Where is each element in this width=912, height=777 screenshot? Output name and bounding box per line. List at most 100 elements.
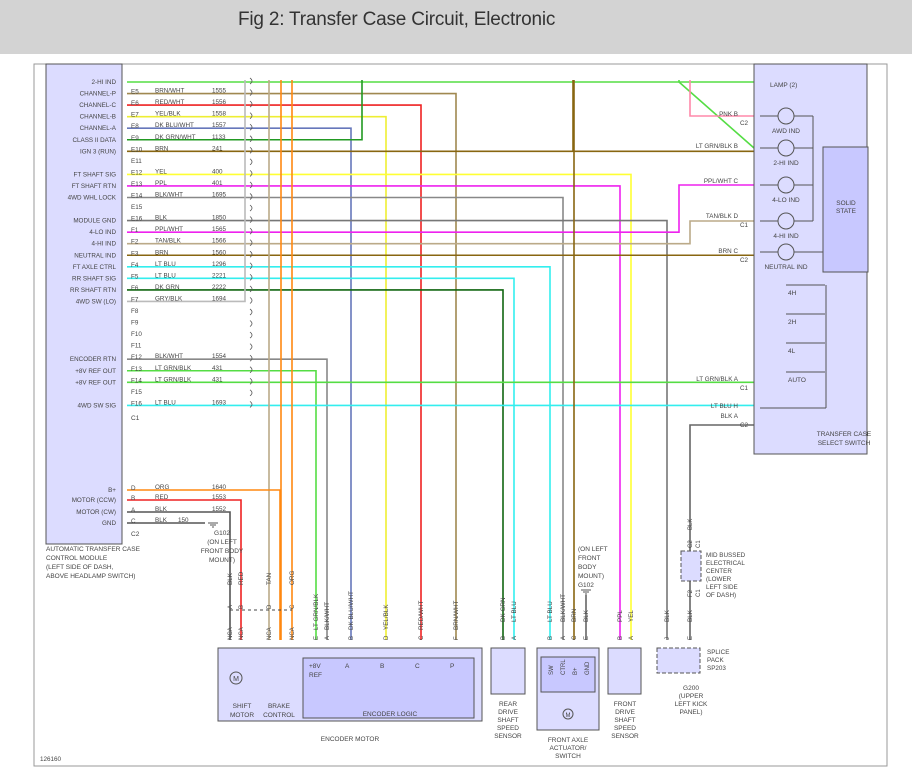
pin-id: E14 — [131, 193, 143, 200]
connector-pin: C — [290, 604, 296, 609]
connector-terminal — [249, 227, 253, 235]
wire-color-label: PPL/WHT — [155, 226, 183, 233]
switch-pin-label: LT GRN/BLK B — [696, 143, 738, 150]
ground-label: (ON LEFT — [578, 546, 608, 553]
wire-label: DK BLU/WHT — [348, 591, 355, 630]
bussed-center-label: CENTER — [706, 568, 732, 575]
ground-label: G102 — [578, 582, 594, 589]
wire-color-label: RED — [155, 494, 169, 501]
wire-label: LT BLU — [547, 601, 554, 622]
wire-color-label: BRN — [155, 145, 169, 152]
pin-id: E12 — [131, 169, 143, 176]
switch-connector-label: C1 — [740, 222, 749, 229]
pin-id: F2 — [131, 239, 139, 246]
front-sensor-label: SHAFT — [614, 717, 635, 724]
wire-4hi-ind — [127, 220, 754, 245]
switch-pin-label: PPL/WHT C — [704, 178, 739, 185]
wire-rr-shaft-sig — [127, 277, 515, 640]
brake-control-label: CONTROL — [263, 712, 295, 719]
module-pin-label: +8V REF OUT — [75, 368, 116, 375]
encoder-motor-label: ENCODER MOTOR — [321, 736, 380, 743]
switch-position-label: P — [450, 663, 454, 670]
connector-pin: A — [512, 636, 518, 640]
wire-label: RED/WHT — [418, 600, 425, 630]
module-pin-label: FT SHAFT SIG — [74, 171, 117, 178]
connector-terminal — [249, 158, 253, 166]
wire-motor-ccw — [127, 499, 242, 640]
wire-ltgrn-2hi — [678, 80, 755, 149]
module-pin-label: 4WD WHL LOCK — [68, 195, 117, 202]
connector-terminal — [249, 146, 253, 154]
module-pin-label: GND — [102, 520, 116, 527]
module-pin-label: RR SHAFT SIG — [72, 275, 116, 282]
pin-id: C — [131, 518, 136, 525]
front-sensor-label: DRIVE — [615, 709, 636, 716]
wire-color-label: RED/WHT — [155, 99, 185, 106]
indicator-lamp-icon — [777, 107, 795, 125]
wire-color-label: LT BLU — [155, 261, 176, 268]
module-pin-label: RR SHAFT RTN — [70, 287, 116, 294]
connector-terminal — [249, 401, 253, 408]
solid-state-label: STATE — [836, 208, 857, 215]
pin-id: E11 — [131, 158, 142, 165]
connector-terminal — [249, 250, 253, 258]
connector-terminal — [249, 274, 253, 281]
connector-pin: B — [349, 636, 355, 640]
bussed-center-box — [680, 550, 702, 582]
pin-id: F1 — [131, 227, 139, 234]
switch-position-label: 4H — [788, 290, 797, 297]
module-pin-label: NEUTRAL IND — [74, 252, 116, 259]
axle-motor-icon — [562, 708, 574, 720]
module-pin-label: ENCODER RTN — [70, 356, 117, 363]
wire-label: ORG — [289, 571, 296, 585]
bussed-center-label: LEFT SIDE — [706, 584, 738, 591]
connector-pin: D — [384, 635, 390, 640]
connector-pin: E — [584, 636, 590, 640]
pin-id: F8 — [131, 308, 139, 315]
wire-label: BLK — [583, 609, 590, 622]
indicator-lamp-icon — [777, 176, 795, 194]
switch-position-label: AUTO — [788, 377, 806, 384]
circuit-number: 1133 — [212, 134, 226, 141]
ground-label: FRONT — [578, 555, 600, 562]
wire-switch-blk — [689, 424, 754, 640]
module-pin-label: CHANNEL-P — [80, 91, 116, 98]
front-sensor-label: FRONT — [614, 701, 636, 708]
wire-label: DK GRN — [500, 597, 507, 622]
switch-connector-label: C2 — [740, 422, 749, 429]
wire-color-label: LT GRN/BLK — [155, 365, 192, 372]
switch-connector-label: C1 — [740, 385, 749, 392]
front-axle-inner — [540, 656, 596, 693]
ground-label: LEFT KICK — [675, 701, 708, 708]
bussed-center-label: ELECTRICAL — [706, 560, 745, 567]
wire-label: BRN — [571, 608, 578, 622]
connector-pin: B — [501, 636, 507, 640]
front-axle-label: SWITCH — [555, 753, 581, 760]
pin-id: E13 — [131, 181, 143, 188]
connector-terminal — [249, 77, 253, 85]
switch-pin-label: LT GRN/BLK A — [696, 376, 739, 383]
wire-ft-shaft-rtn — [127, 185, 621, 640]
wire-label: PPL — [617, 610, 624, 622]
wire-color-label: LT BLU — [155, 399, 176, 406]
connector-terminal — [249, 308, 253, 316]
ref-label: +8V — [309, 663, 321, 670]
wire-channel-b — [127, 115, 387, 640]
wire-label: LT BLU — [511, 601, 518, 622]
select-switch-label: SELECT SWITCH — [818, 440, 871, 447]
wire-ft-axle-ctrl — [127, 265, 551, 640]
wire-module-gnd — [127, 219, 668, 640]
circuit-number: 1557 — [212, 122, 227, 129]
connector-pin: E — [314, 636, 320, 640]
shift-motor-label: SHIFT — [233, 703, 252, 710]
pin-id: F9 — [131, 320, 139, 327]
connector-pin: F — [454, 636, 460, 640]
module-pin-label: MODULE GND — [73, 218, 116, 225]
switch-connector-label: C2 — [740, 257, 749, 264]
connector-terminal — [249, 354, 253, 362]
module-pin-label: MOTOR (CW) — [76, 509, 116, 516]
rear-sensor-label: SENSOR — [494, 733, 522, 740]
lamp-label: AWD IND — [772, 128, 800, 135]
connector-terminal — [249, 193, 253, 200]
module-pin-label: 4WD SW (LO) — [76, 298, 116, 305]
